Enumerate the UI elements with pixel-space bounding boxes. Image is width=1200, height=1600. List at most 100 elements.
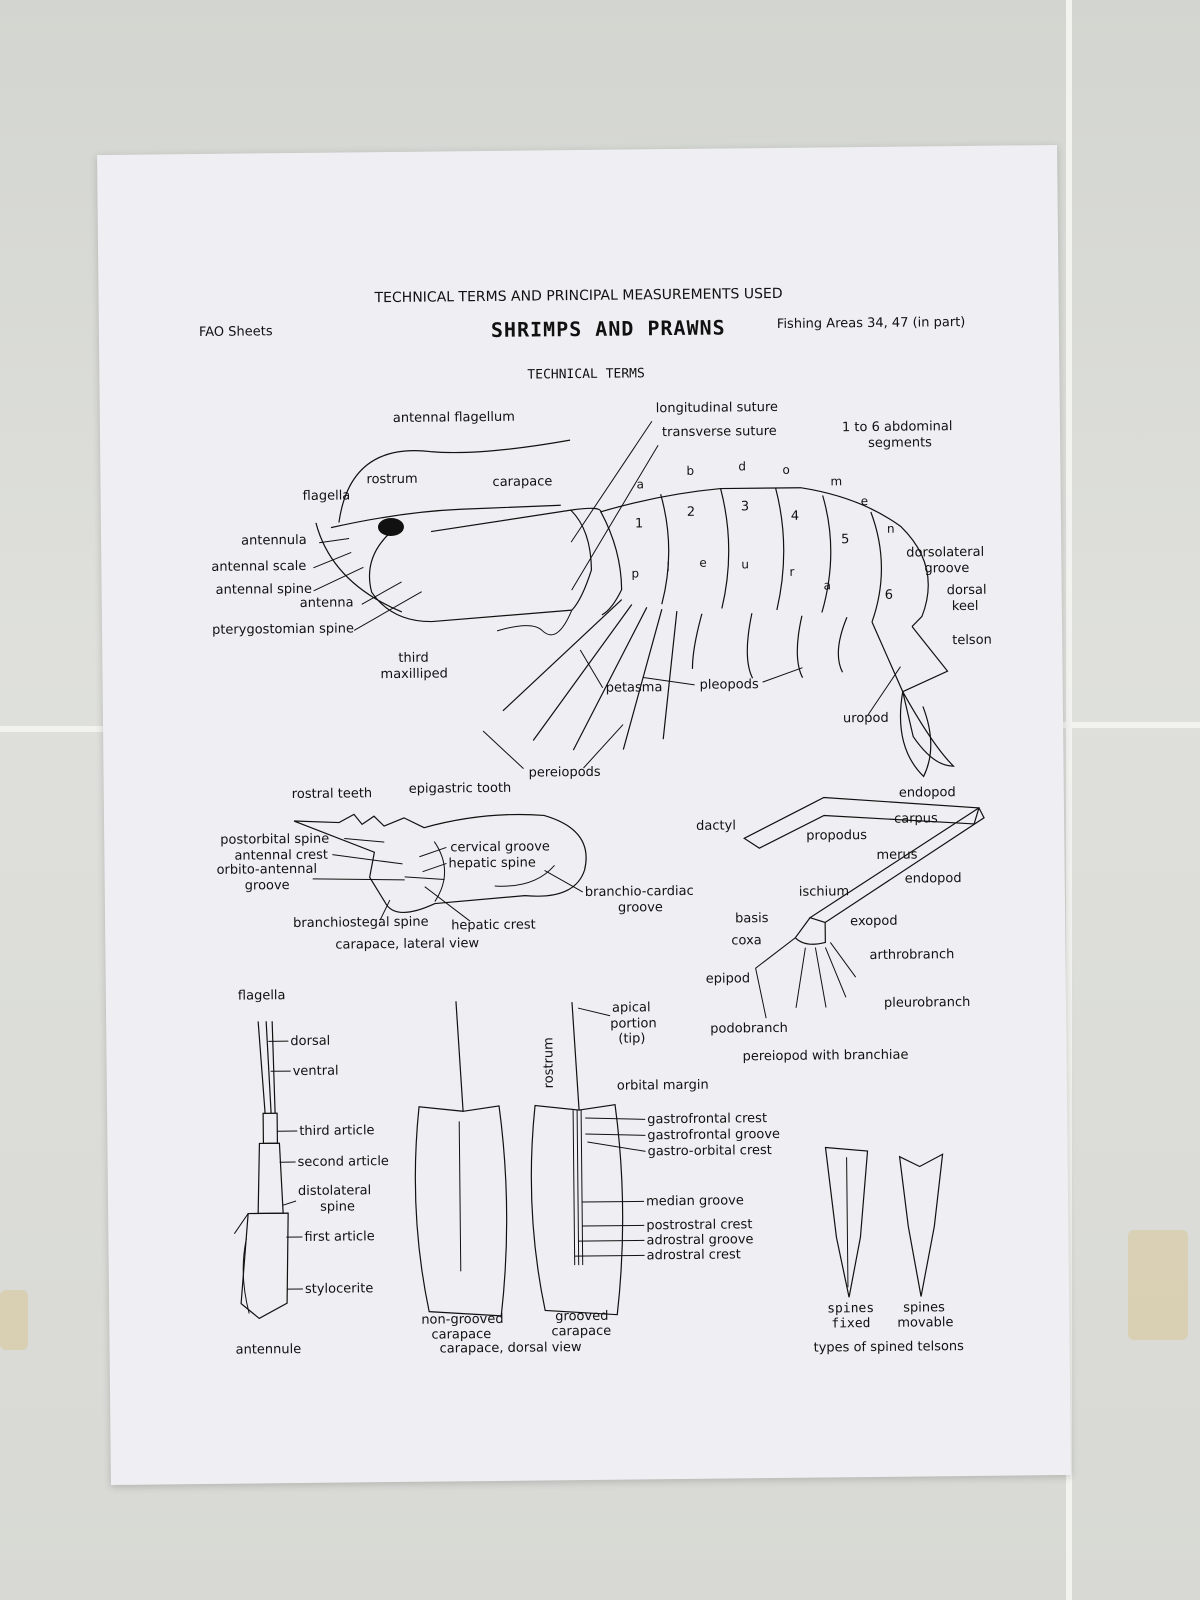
label-exopod: exopod [850,914,898,929]
label-dorsolateral-groove-2: groove [924,561,969,576]
label-postrostral-crest: postrostral crest [646,1217,752,1233]
label-transverse-suture: transverse suture [662,424,777,440]
label-spines-movable-1: spines [903,1300,945,1315]
label-dorsal-keel-1: dorsal [947,583,987,598]
label-third-article: third article [299,1123,374,1139]
svg-text:m: m [830,474,842,488]
label-apical-2: portion [610,1016,657,1031]
label-orbito-antennal-1: orbito-antennal [216,862,317,878]
telson-movable-drawing [898,1153,944,1297]
label-dorsolateral-groove-1: dorsolateral [906,545,984,561]
label-grooved-1: grooved [555,1309,608,1325]
caption-antennule: antennule [236,1342,302,1358]
main-title: SHRIMPS AND PRAWNS [491,315,726,341]
svg-text:3: 3 [741,499,749,514]
fishing-areas-label: Fishing Areas 34, 47 (in part) [777,315,966,332]
label-pterygostomian-spine: pterygostomian spine [212,621,354,637]
svg-text:2: 2 [687,505,695,520]
telson-fixed-drawing [824,1146,869,1298]
label-coxa: coxa [731,933,762,948]
label-petasma: petasma [606,680,663,696]
label-orbital-margin: orbital margin [617,1078,709,1094]
abdomen-letters: a b d o m e n [636,459,894,536]
label-basis: basis [735,911,769,926]
label-non-grooved-2: carapace [431,1327,491,1343]
svg-text:4: 4 [791,509,799,524]
label-longitudinal-suture: longitudinal suture [656,400,778,416]
caption-telsons: types of spined telsons [814,1339,965,1356]
leader-antennule [268,1040,303,1290]
label-endopod-top: endopod [899,785,956,801]
wall-stain [1128,1230,1188,1340]
antennule-drawing [233,1021,289,1320]
label-non-grooved-1: non-grooved [421,1312,503,1328]
label-postorbital-spine: postorbital spine [220,832,329,848]
label-pleopods: pleopods [700,677,759,693]
shrimp-illustration [315,439,955,778]
svg-text:d: d [738,459,746,473]
label-distolateral-2: spine [320,1199,355,1214]
leader-head [313,537,422,631]
label-dorsal: dorsal [290,1034,330,1049]
label-arthrobranch: arthrobranch [869,947,954,963]
label-apical-3: (tip) [618,1031,645,1046]
leader-sutures [570,420,659,591]
svg-text:o: o [782,463,789,477]
label-antennal-spine: antennal spine [216,582,313,598]
svg-text:u: u [741,557,749,571]
label-rostrum-vertical: rostrum [541,1037,557,1088]
carapace-dorsal-drawing [414,1001,624,1317]
label-spines-movable-2: movable [897,1315,953,1331]
label-pleurobranch: pleurobranch [884,995,970,1011]
printed-sheet: TECHNICAL TERMS AND PRINCIPAL MEASUREMEN… [97,145,1071,1485]
label-gastro-orbital-crest: gastro-orbital crest [647,1143,771,1159]
label-spines-fixed-2: fixed [831,1316,870,1331]
svg-text:r: r [789,565,794,579]
svg-text:l: l [666,560,669,574]
pereiopod-drawing [743,796,985,1019]
shrimp-eye [377,518,404,537]
wall-stain [0,1290,28,1350]
svg-text:a: a [636,477,644,491]
label-stylocerite: stylocerite [305,1281,373,1297]
label-telson: telson [952,633,992,648]
label-branchio-cardiac-1: branchio-cardiac [585,884,694,900]
caption-carapace-dorsal: carapace, dorsal view [440,1340,583,1356]
section-title: TECHNICAL TERMS [527,366,645,382]
label-hepatic-crest: hepatic crest [451,918,536,934]
label-rostral-teeth: rostral teeth [292,786,373,802]
label-antennal-crest: antennal crest [234,848,328,864]
label-propodus: propodus [806,828,867,844]
sheet-drawing: TECHNICAL TERMS AND PRINCIPAL MEASUREMEN… [199,286,992,1358]
label-branchiostegal-spine: branchiostegal spine [293,915,429,931]
label-antenna: antenna [300,595,354,611]
label-abdominal-segments-1: 1 to 6 abdominal [842,419,953,435]
svg-text:a: a [824,578,832,592]
label-podobranch: podobranch [710,1021,788,1037]
svg-text:p: p [631,566,639,580]
label-adrostral-crest: adrostral crest [647,1247,741,1263]
leader-body [482,649,901,769]
label-antennal-flagellum: antennal flagellum [393,410,515,426]
label-hepatic-spine: hepatic spine [448,856,535,872]
top-title: TECHNICAL TERMS AND PRINCIPAL MEASUREMEN… [373,286,782,306]
label-abdominal-segments-2: segments [868,435,932,451]
leader-carapace-lateral [312,838,584,922]
svg-text:6: 6 [885,588,893,603]
label-rostrum: rostrum [366,472,417,488]
label-first-article: first article [304,1229,374,1245]
svg-text:e: e [861,494,869,508]
label-grooved-2: carapace [551,1324,611,1340]
label-third-maxilliped-1: third [398,651,428,666]
label-third-maxilliped-2: maxilliped [380,666,447,682]
label-pereiopods: pereiopods [528,765,600,781]
label-endopod: endopod [905,871,962,887]
pleura-letters: p l e u r a [631,556,832,593]
label-cervical-groove: cervical groove [450,839,550,855]
label-dactyl: dactyl [696,818,736,833]
label-branchio-cardiac-2: groove [618,900,663,915]
leader-carapace-dorsal [574,1007,646,1257]
label-carapace: carapace [492,474,552,490]
label-distolateral-1: distolateral [298,1183,371,1199]
label-epipod: epipod [706,971,750,986]
